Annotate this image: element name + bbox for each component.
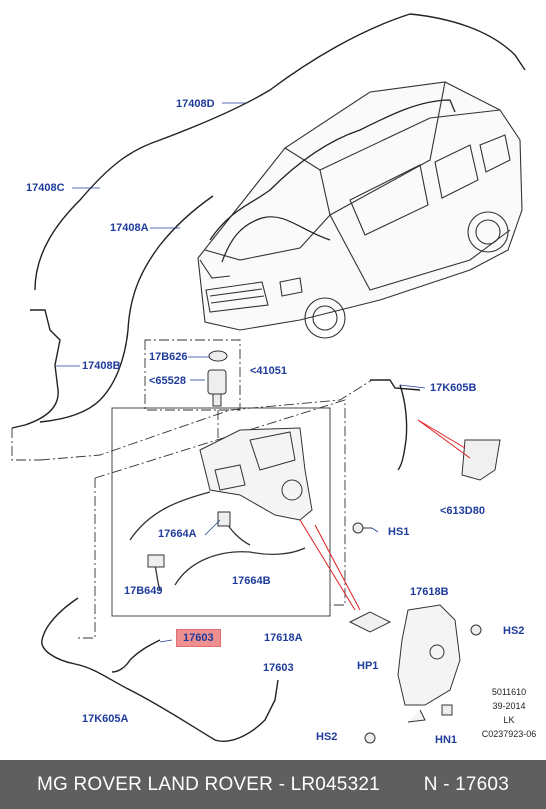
reference-line-4: C0237923-06 xyxy=(481,729,537,739)
label-17408b: 17408B xyxy=(82,360,121,372)
label-17k605b: 17K605B xyxy=(430,382,477,394)
highlight-17603: 17603 xyxy=(176,629,221,647)
reference-line-3: LK xyxy=(503,715,515,725)
hs2-bolt-upper xyxy=(470,624,482,636)
label-hn1: HN1 xyxy=(435,734,458,746)
label-hs2-upper: HS2 xyxy=(503,625,525,637)
parts-diagram-drawing xyxy=(11,13,526,744)
label-hp1: HP1 xyxy=(357,660,379,672)
label-41051: <41051 xyxy=(250,365,288,377)
label-17664b: 17664B xyxy=(232,575,271,587)
hp1-pad xyxy=(348,611,392,633)
parts-diagram: 17408D 17408C 17408A 17408B 17B626 <6552… xyxy=(11,13,542,746)
vehicle-illustration xyxy=(197,81,523,339)
washer-reservoir xyxy=(199,427,313,521)
label-17618a: 17618A xyxy=(264,632,303,644)
reference-block: 5011610 39-2014 LK C0237923-06 xyxy=(476,685,542,741)
label-hs2-lower: HS2 xyxy=(316,731,338,743)
footer-right-text: N - 17603 xyxy=(423,773,509,795)
footer-left-text: MG ROVER LAND ROVER - LR045321 xyxy=(37,773,380,795)
bracket-613d80 xyxy=(461,439,501,481)
label-17408c: 17408C xyxy=(26,182,65,194)
reference-line-1: 5011610 xyxy=(491,687,527,697)
hoses xyxy=(11,13,526,742)
label-17603-highlighted: 17603 xyxy=(176,629,221,647)
label-17k605a: 17K605A xyxy=(82,713,129,725)
footer-bar: MG ROVER LAND ROVER - LR045321 N - 17603 xyxy=(0,760,546,809)
label-613d80: <613D80 xyxy=(440,505,485,517)
footer-spacer xyxy=(380,774,424,796)
label-17603: 17603 xyxy=(263,662,294,674)
hn1-nut xyxy=(441,704,453,716)
reference-line-2: 39-2014 xyxy=(492,701,526,711)
hs1-bolt xyxy=(352,522,372,534)
label-hs1: HS1 xyxy=(388,526,410,538)
label-17618b: 17618B xyxy=(410,586,449,598)
label-17408d: 17408D xyxy=(176,98,215,110)
label-17664a: 17664A xyxy=(158,528,197,540)
leader-lines xyxy=(11,339,373,639)
hs2-bolt-lower xyxy=(364,732,376,744)
pump-component xyxy=(207,350,228,407)
label-17b649: 17B649 xyxy=(124,585,163,597)
label-17408a: 17408A xyxy=(110,222,149,234)
reservoir-17618b xyxy=(397,604,461,723)
reservoir-box xyxy=(111,407,331,617)
label-17b626: 17B626 xyxy=(149,351,188,363)
label-65528: <65528 xyxy=(149,375,187,387)
